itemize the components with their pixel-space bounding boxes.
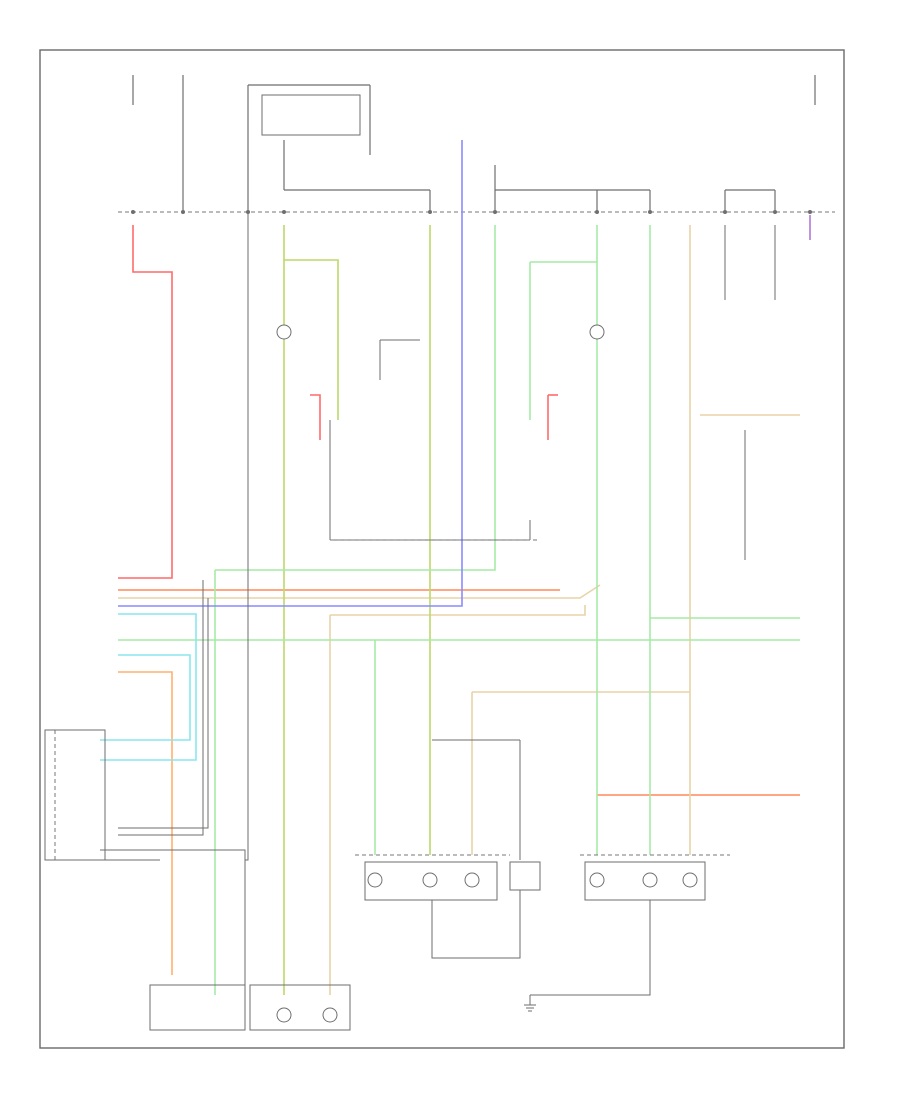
diagram-frame [39,49,845,1049]
dashed-wires [54,539,730,861]
red-wire [118,225,558,579]
tan-wire [118,225,800,995]
dark-orange-wire [118,589,800,796]
top-fuse-region [132,75,816,210]
ground-symbol [524,1004,536,1012]
light-green-wire [118,225,800,995]
lamp-symbols [276,324,698,1023]
black-wires [100,212,776,1005]
blue-wire [118,140,463,607]
bus-connection-dots [131,210,812,214]
component-boxes [44,729,706,1031]
cyan-wire [100,613,197,761]
orange-wire [118,671,173,975]
